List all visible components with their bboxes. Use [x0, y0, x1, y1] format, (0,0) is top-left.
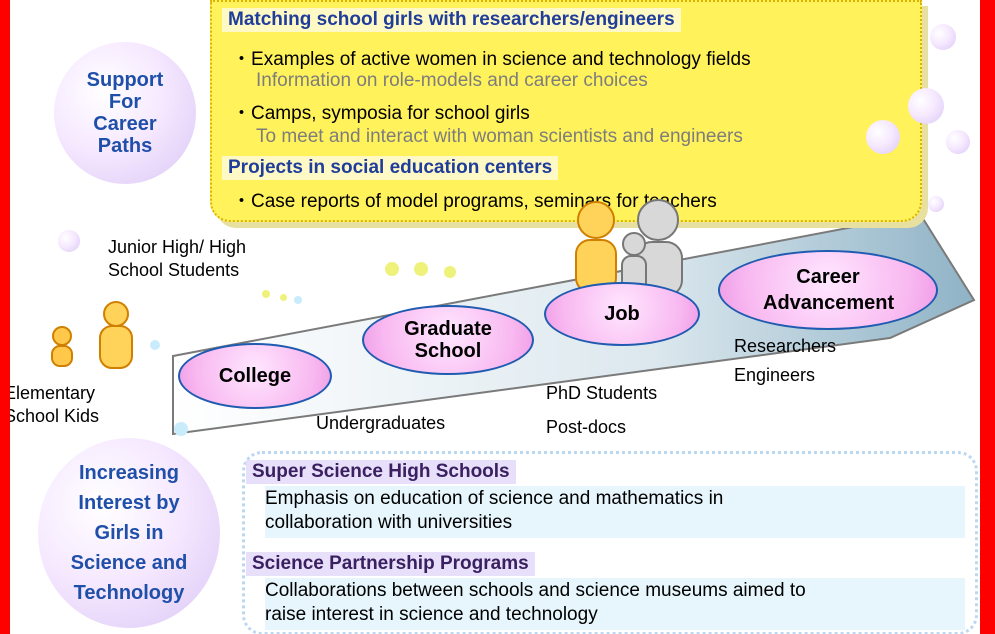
children-figures-icon [51, 301, 133, 369]
decor-bubble [908, 88, 944, 124]
researchers-label: Researchers [734, 336, 837, 356]
career-advancement-stage: Career Advancement [718, 250, 938, 330]
science-partnership-line2: raise interest in science and technology [265, 604, 598, 625]
decor-dot [294, 296, 302, 304]
engineers-label: Engineers [734, 365, 816, 385]
super-science-line2: collaboration with universities [265, 512, 513, 533]
college-stage: College [178, 343, 332, 409]
super-science-text: Emphasis on education of science and mat… [265, 486, 965, 538]
matching-header: Matching school girls with researchers/e… [222, 8, 681, 32]
elementary-label: Elementary School Kids [10, 383, 100, 426]
decor-bubble [930, 24, 956, 50]
decor-dot [414, 262, 428, 276]
decor-dot [150, 340, 160, 350]
phd-students-label: PhD Students [546, 383, 658, 403]
junior-high-label: Junior High/ High School Students [108, 237, 247, 280]
decor-bubble [928, 196, 944, 212]
decor-dot [280, 294, 287, 301]
decor-bubble [866, 120, 900, 154]
examples-item: ・Examples of active women in science and… [232, 49, 751, 70]
super-science-line1: Emphasis on education of science and mat… [265, 488, 724, 509]
science-partnership-header: Science Partnership Programs [246, 552, 535, 576]
decor-dot [385, 262, 399, 276]
science-partnership-line1: Collaborations between schools and scien… [265, 580, 806, 601]
super-science-header: Super Science High Schools [246, 460, 516, 484]
adult-figures-icon [575, 199, 683, 297]
support-career-paths-bubble: Support For Career Paths [54, 42, 196, 184]
science-partnership-text: Collaborations between schools and scien… [265, 578, 965, 630]
camps-subitem: To meet and interact with woman scientis… [256, 126, 743, 147]
job-stage: Job [544, 282, 700, 346]
diagram-canvas: Matching school girls with researchers/e… [10, 0, 980, 634]
decor-dot [174, 422, 188, 436]
decor-dot [262, 290, 270, 298]
examples-subitem: Information on role-models and career ch… [256, 70, 648, 91]
undergraduates-label: Undergraduates [316, 413, 446, 433]
decor-bubble [946, 130, 970, 154]
increasing-interest-bubble: Increasing Interest by Girls in Science … [38, 438, 220, 628]
decor-dot [444, 266, 456, 278]
decor-bubble [58, 230, 80, 252]
graduate-school-stage: Graduate School [362, 305, 534, 375]
projects-header: Projects in social education centers [222, 156, 559, 180]
camps-item: ・Camps, symposia for school girls [232, 103, 530, 124]
post-docs-label: Post-docs [546, 417, 627, 437]
